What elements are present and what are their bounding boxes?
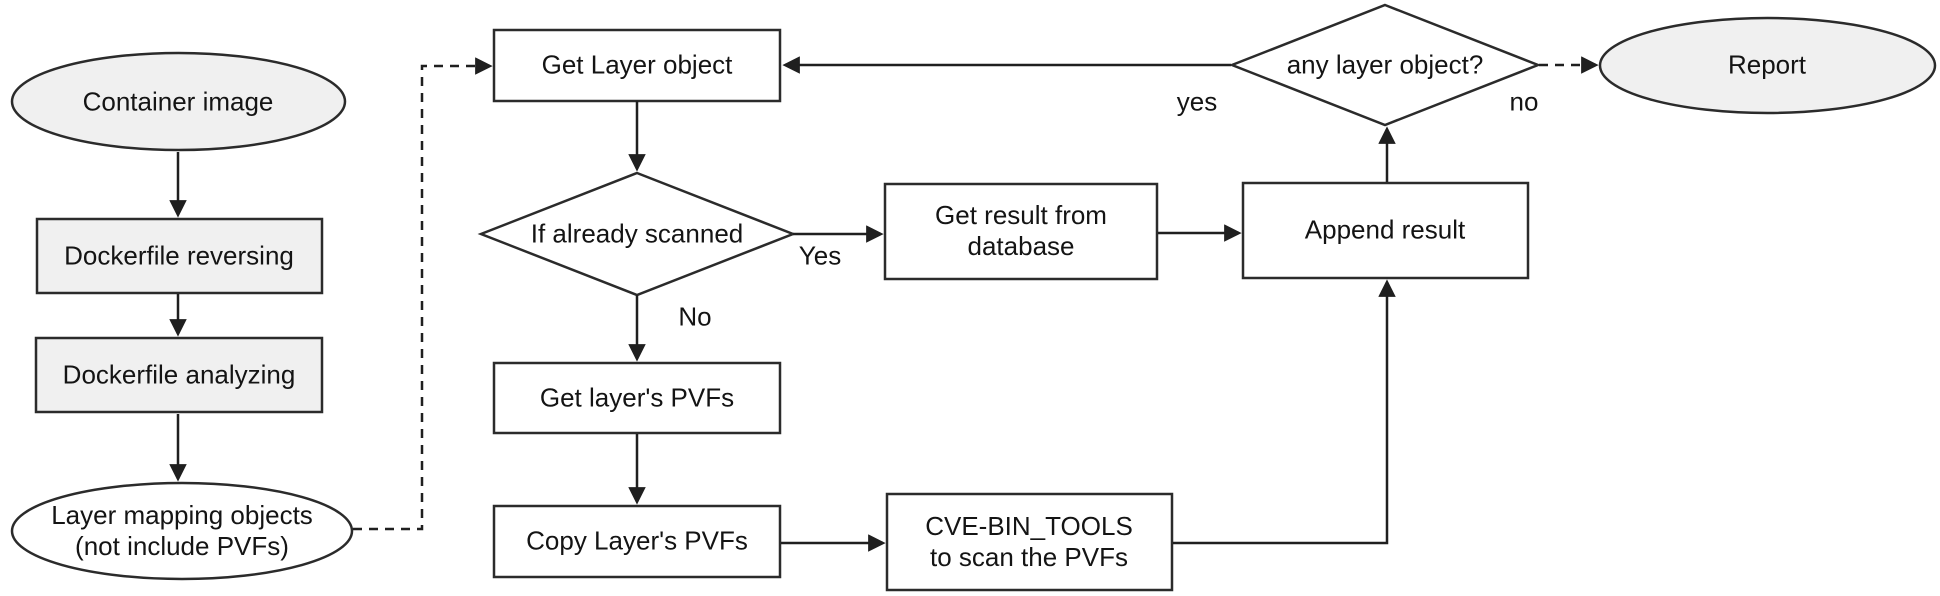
if-already-scanned-node: [477, 171, 797, 297]
layer-mapping-node: [10, 481, 354, 581]
report-node: [1598, 16, 1937, 115]
get-result-db-node: [883, 182, 1159, 281]
cve-bin-tools-node: [885, 492, 1174, 592]
edge-layer-mapping-to-get-layer-dashed: [353, 57, 493, 531]
any-layer-object-node: [1228, 3, 1542, 127]
edge-cve-to-append: [1173, 279, 1396, 545]
dockerfile-reversing-node: [35, 217, 324, 295]
dockerfile-analyzing-node: [34, 336, 324, 414]
get-layer-object-node: [492, 28, 782, 103]
get-layers-pvfs-node: [492, 361, 782, 435]
append-result-node: [1241, 181, 1530, 280]
container-image-node: [10, 51, 347, 152]
copy-layers-pvfs-node: [492, 504, 782, 579]
